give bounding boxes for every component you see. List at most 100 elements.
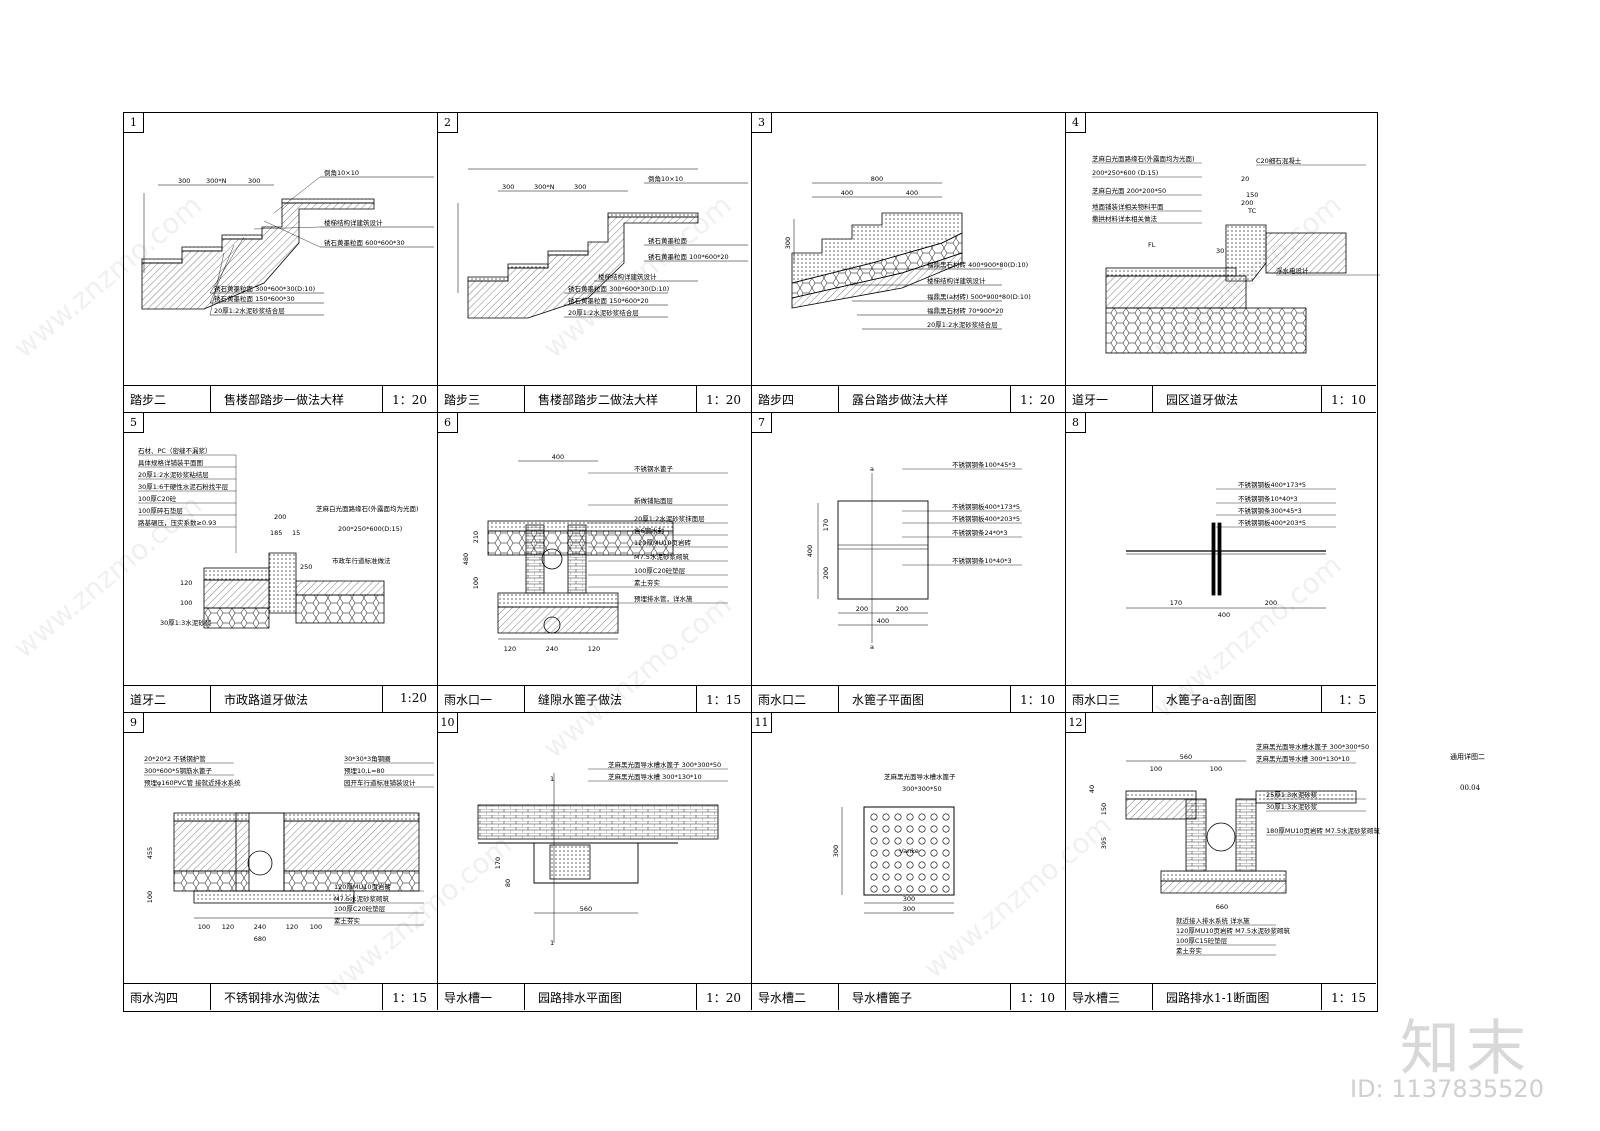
callout-label: M7.5水泥砂浆砌筑 [334, 894, 389, 903]
dimension-label: 680 [254, 935, 266, 943]
callout-label: 不锈钢钢条100*45*3 [952, 460, 1016, 469]
grate-hole [930, 873, 938, 881]
drawing-rect [1255, 790, 1357, 804]
drawing-shape [791, 252, 963, 309]
callout-label: 福鼎黑石材砖 400*900*80(D:10) [927, 260, 1028, 269]
grate-hole [930, 885, 938, 893]
drawing-shape [1225, 224, 1267, 282]
grate-hole [906, 873, 914, 881]
drawing-rect [1185, 798, 1207, 872]
callout-label: 不锈钢钢板400*173*5 [952, 502, 1020, 511]
callout-label: 30厚1:3水泥砂浆 [1266, 802, 1318, 811]
callout-label: 路基碾压，压实系数≥0.93 [138, 518, 216, 527]
callout-label: 锈石黄墨粒面 150*600*30 [214, 294, 295, 303]
drawing-shape [141, 202, 375, 310]
callout-label: 具体规格详铺装平面图 [138, 458, 203, 467]
dimension-label: FL [1148, 241, 1156, 249]
panel-code: 踏步四 [758, 393, 795, 407]
grate-hole [906, 837, 914, 845]
dimension-label: 100 [198, 923, 210, 931]
panel-code: 雨水沟四 [130, 991, 179, 1005]
panel-title-bar: 导水槽三 园路排水1-1断面图 1：15 [1066, 983, 1376, 1010]
side-note-title: 通用详图二 [1450, 753, 1485, 761]
callout-label: 倒角10×10 [324, 168, 359, 177]
panel-number: 2 [438, 113, 458, 133]
grate-hole [882, 885, 890, 893]
callout-label: 不锈钢钢条10*40*3 [1238, 494, 1298, 503]
drawing-rect [173, 870, 250, 892]
drawing-shape [507, 263, 549, 269]
panel-scale: 1：10 [1020, 991, 1055, 1005]
panel-title: 水篦子平面图 [852, 693, 925, 707]
callout-label: 20*20*2 不锈钢护管 [144, 754, 206, 763]
drain-pipe [541, 548, 563, 570]
callout-label: 不锈钢钢条10*40*3 [952, 556, 1012, 565]
drawing-rect [1211, 522, 1216, 596]
drawing-rect [549, 844, 591, 880]
dimension-label: 240 [546, 645, 558, 653]
dimension-label: 20 [1241, 175, 1249, 183]
panel-title-bar: 雨水口二 水篦子平面图 1：10 [752, 685, 1065, 712]
panel-number: 8 [1066, 413, 1086, 433]
grate-hole [894, 813, 902, 821]
drawing-shape [141, 258, 183, 264]
panel-title-bar: 导水槽二 导水槽篦子 1：10 [752, 983, 1065, 1010]
panel-title: 露台踏步做法大样 [852, 393, 949, 407]
callout-label: 芝麻白光面路缘石(外露面均为光面) [316, 504, 419, 513]
callout-label: 芝麻黑光面导水槽 300*130*10 [608, 772, 702, 781]
drawing-rect [193, 890, 355, 904]
grate-hole [942, 837, 950, 845]
detail-drawing: 石材、PC（密缝不漏浆）具体规格详铺装平面图20厚1:2水泥砂浆粘结层30厚1:… [138, 446, 419, 629]
panel-scale: 1：15 [1331, 991, 1366, 1005]
grate-hole [918, 825, 926, 833]
dimension-label: 200 [856, 605, 868, 613]
drawing-shape [547, 250, 589, 256]
dimension-label: 300 [903, 895, 915, 903]
dimension-label: 15 [292, 529, 300, 537]
callout-label: 120厚MU10页岩砖 M7.5水泥砂浆砌筑 [1176, 926, 1291, 935]
drawing-rect [1125, 790, 1197, 800]
panel-scale: 1：20 [392, 393, 427, 407]
callout-label: 福鼎黑(a材砖) 500*900*80(D:10) [927, 292, 1031, 301]
panel-title: 不锈钢排水沟做法 [224, 991, 321, 1005]
callout-label: 芝麻黑光面导水槽 300*130*10 [1256, 754, 1350, 763]
dimension-label: a [870, 643, 874, 651]
callout-label: 100厚碎石垫层 [138, 506, 183, 515]
dimension-label: 40 [1088, 785, 1096, 793]
dimension-label: 250 [300, 563, 312, 571]
panel-number: 1 [124, 113, 144, 133]
callout-label: 不锈钢钢条24*0*3 [952, 528, 1008, 537]
grate-hole [894, 861, 902, 869]
grate-hole [906, 861, 914, 869]
dimension-label: 300 [502, 183, 514, 191]
grate-hole [918, 873, 926, 881]
callout-label: 120厚MU10页岩砖 [634, 538, 692, 547]
dimension-label: a [870, 465, 874, 473]
dimension-label: 170 [494, 857, 502, 869]
panel-code: 导水槽一 [444, 991, 493, 1005]
drawing-rect [1105, 267, 1237, 277]
callout-label: 地面铺装详相关物料平面 [1092, 202, 1164, 211]
drawing-rect [1125, 798, 1197, 820]
dimension-label: 300*N [206, 177, 227, 185]
drawing-rect [173, 812, 250, 822]
drawing-shape [295, 594, 385, 624]
grate-hole [918, 885, 926, 893]
dimension-label: 30 [1216, 247, 1224, 255]
watermark-id: ID: 1137835520 [1350, 1075, 1544, 1103]
panel-scale: 1：5 [1338, 693, 1366, 707]
callout-label: 20厚1:2水泥砂浆粘结层 [138, 470, 209, 479]
drain-pipe [247, 850, 273, 876]
grate-hole [870, 861, 878, 869]
detail-drawing: 400不锈钢水篦子新做铺贴面层20厚1:2水泥砂浆抹面层含6钢水封120厚MU1… [462, 453, 728, 653]
dimension-label: 120 [180, 579, 192, 587]
dimension-label: 660 [1216, 903, 1228, 911]
drawing-rect [1265, 232, 1347, 274]
callout-label: 100厚C20砼垫层 [334, 904, 386, 913]
callout-label: 市政车行道标准做法 [332, 556, 391, 565]
